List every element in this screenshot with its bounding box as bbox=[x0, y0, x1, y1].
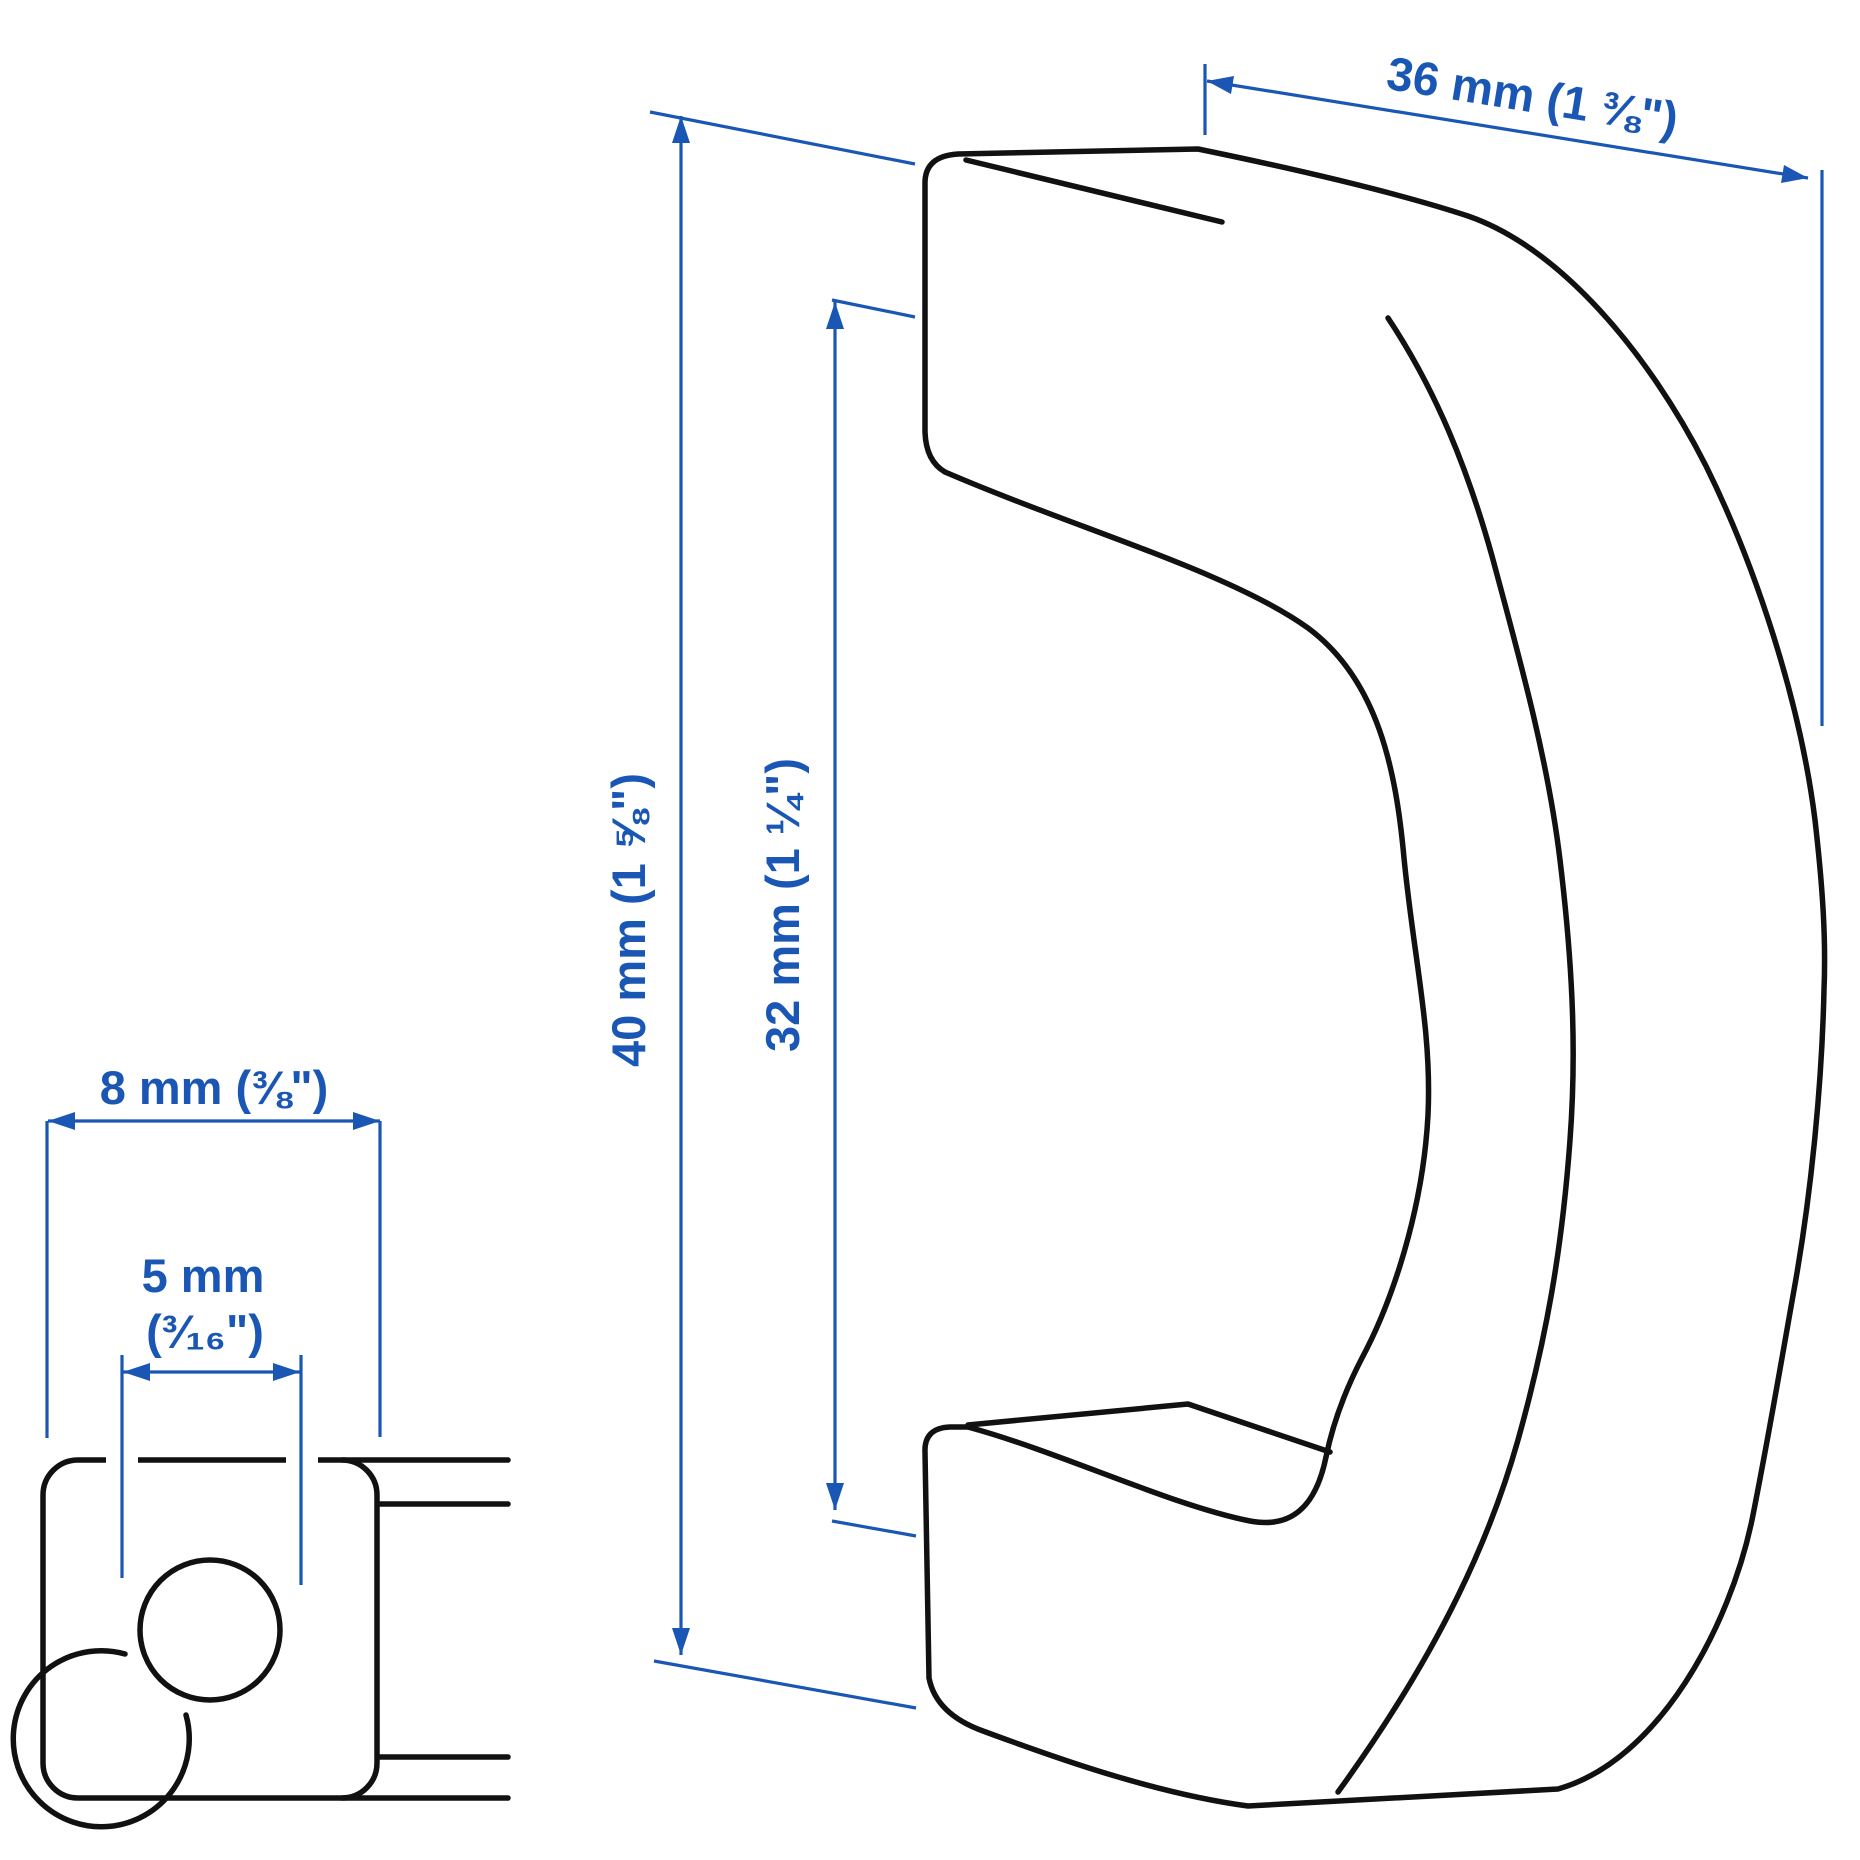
arrowhead bbox=[672, 116, 690, 143]
dimension-40mm: 40 mm (1 ⅝") bbox=[602, 110, 917, 1710]
arrowhead bbox=[672, 1628, 690, 1655]
handle-outer-contour bbox=[922, 146, 1828, 1809]
handle-inner-contour bbox=[942, 469, 1432, 1460]
arrowhead bbox=[48, 1112, 75, 1130]
arrowhead bbox=[1207, 76, 1234, 94]
nut-body bbox=[40, 1457, 380, 1801]
dimension-label-5mm-line1: 5 mm bbox=[142, 1249, 265, 1302]
bottom-foot-front-edge bbox=[965, 1424, 1329, 1526]
dimension-line bbox=[1206, 79, 1809, 180]
extension-line bbox=[653, 1659, 917, 1710]
dimension-label-5mm-line2: (³⁄₁₆") bbox=[146, 1305, 264, 1358]
nut-cross-section bbox=[10, 1457, 511, 1830]
arrowhead bbox=[123, 1363, 150, 1381]
dimension-label-36mm: 36 mm (1 ⅜") bbox=[1383, 46, 1682, 145]
arrowhead bbox=[826, 302, 844, 329]
extension-line bbox=[649, 110, 916, 166]
extension-line bbox=[831, 1519, 917, 1538]
handle-drawing bbox=[922, 146, 1828, 1809]
dimension-label-32mm: 32 mm (1 ¼") bbox=[756, 758, 809, 1052]
dimension-label-40mm: 40 mm (1 ⅝") bbox=[602, 773, 655, 1067]
dimension-8mm: 8 mm (⅜") bbox=[45, 1061, 382, 1438]
top-face-inner-edge bbox=[963, 157, 1225, 225]
dimension-32mm: 32 mm (1 ¼") bbox=[756, 298, 917, 1538]
dimension-5mm: 5 mm (³⁄₁₆") bbox=[120, 1249, 303, 1585]
extension-line bbox=[831, 298, 916, 319]
inner-face-edge bbox=[1335, 315, 1576, 1795]
bottom-foot-top-edge bbox=[965, 1401, 1333, 1455]
thread-inner-circle bbox=[137, 1557, 283, 1703]
thread-outer-arc bbox=[10, 1647, 193, 1830]
arrowhead bbox=[353, 1112, 380, 1130]
dimension-label-8mm: 8 mm (⅜") bbox=[100, 1061, 329, 1114]
arrowhead bbox=[1781, 165, 1808, 183]
arrowhead bbox=[273, 1363, 300, 1381]
arrowhead bbox=[826, 1483, 844, 1510]
